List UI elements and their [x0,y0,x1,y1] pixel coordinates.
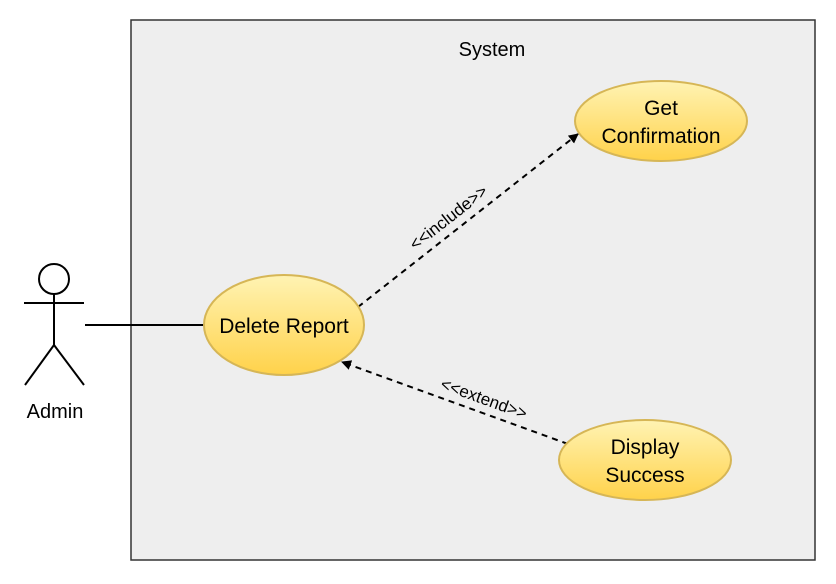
actor-right-leg [53,344,85,386]
usecase-get-confirmation-ellipse [574,80,748,162]
usecase-display-success-ellipse [558,419,732,501]
usecase-delete-report[interactable]: Delete Report [203,274,365,376]
actor-left-leg [24,344,55,386]
usecase-display-success-line2: Success [605,464,684,487]
extend-arrow[interactable] [341,360,569,445]
usecase-display-success[interactable]: Display Success [558,419,732,501]
usecase-delete-report-ellipse [203,274,365,376]
actor-head [38,263,70,295]
usecase-delete-report-label: Delete Report [219,315,349,338]
usecase-get-confirmation-line1: Get [644,97,678,120]
usecase-get-confirmation-line2: Confirmation [601,125,720,148]
usecase-display-success-line1: Display [611,436,680,459]
include-arrow[interactable] [357,133,579,308]
usecase-get-confirmation[interactable]: Get Confirmation [574,80,748,162]
actor-name: Admin [27,401,84,423]
system-title: System [459,39,526,61]
actor-admin[interactable] [24,263,85,386]
